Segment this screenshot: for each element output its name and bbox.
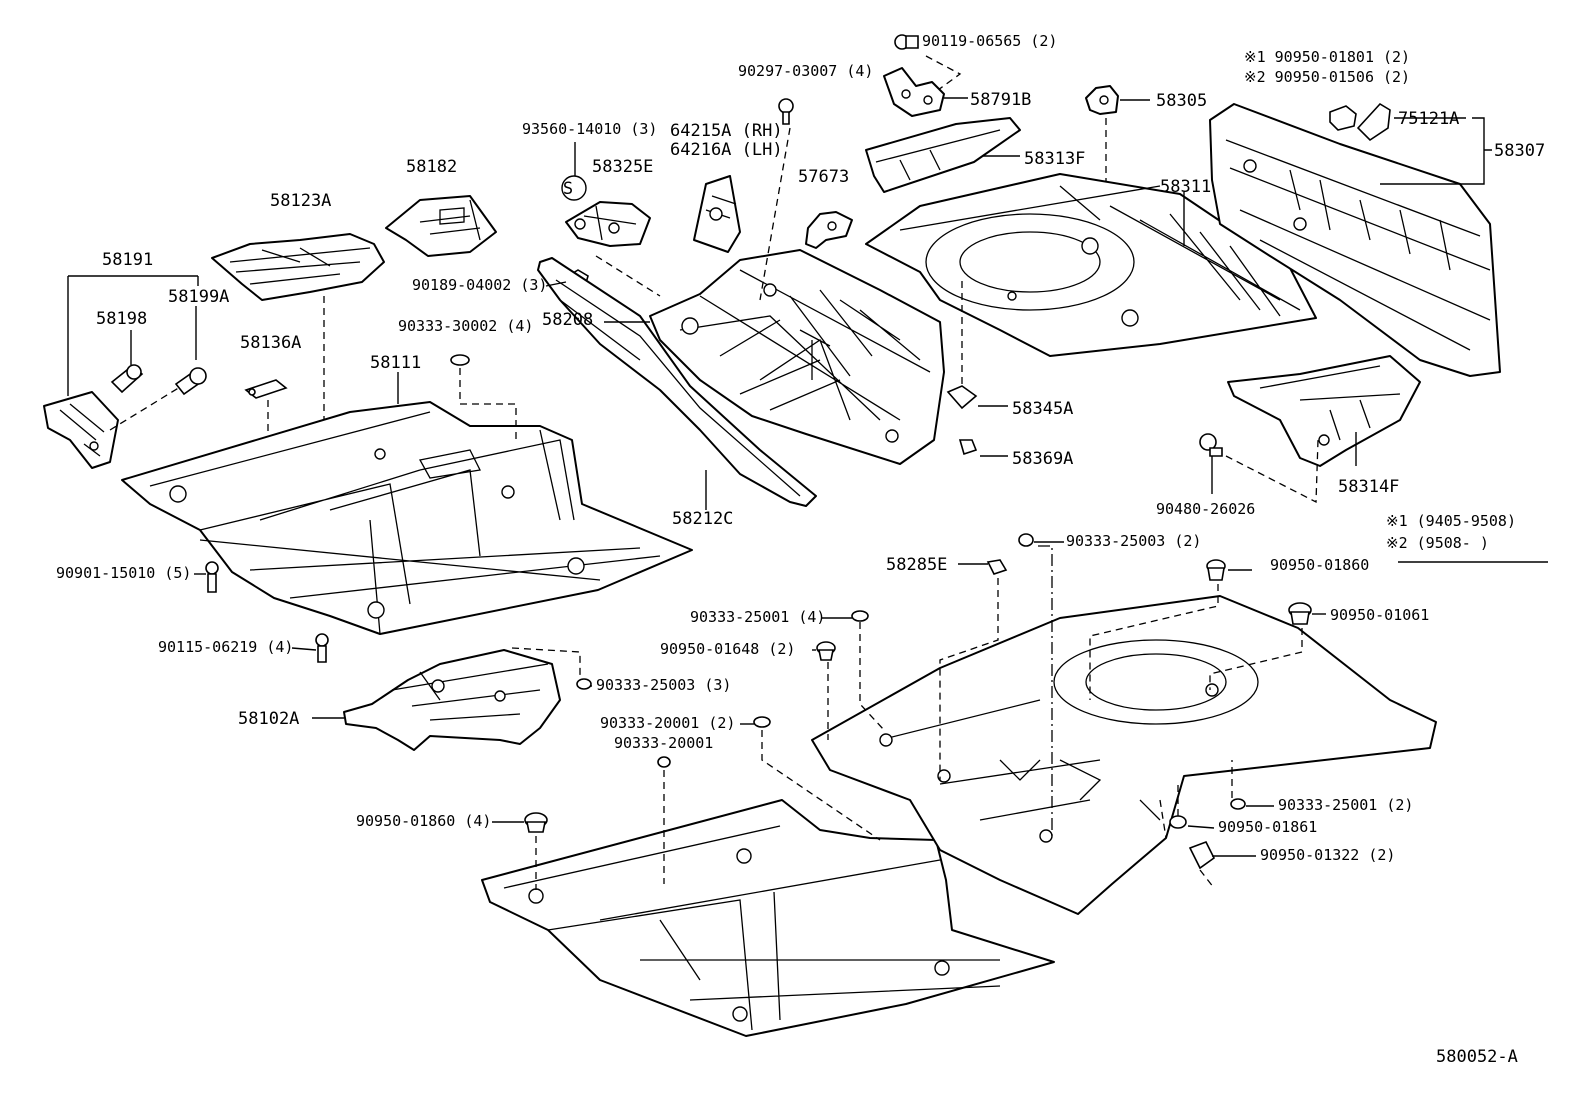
part-58314f-bracket <box>1227 355 1421 467</box>
part-90950-01648-grommet <box>816 641 836 661</box>
label-90333-25003-2: 90333-25003 (2) <box>1066 532 1201 550</box>
label-58305: 58305 <box>1156 91 1207 111</box>
label-90950-01860-4: 90950-01860 (4) <box>356 812 491 830</box>
label-90950-01861: 90950-01861 <box>1218 818 1317 836</box>
label-58199a: 58199A <box>168 287 229 307</box>
part-58199a-bolt <box>174 367 207 396</box>
part-90333-30002-plug <box>450 354 470 366</box>
label-58123a: 58123A <box>270 191 331 211</box>
label-57673: 57673 <box>798 167 849 187</box>
part-58285e-clip <box>986 559 1008 575</box>
label-58198: 58198 <box>96 309 147 329</box>
label-58311: 58311 <box>1160 177 1211 197</box>
part-58369a-nut <box>958 439 978 456</box>
part-58325e-bracket <box>565 201 651 247</box>
label-75121a: 75121A <box>1398 109 1459 129</box>
part-58198-bolt <box>110 364 144 394</box>
part-58345a-pad <box>946 385 978 410</box>
part-90297-screw <box>778 98 794 125</box>
note-1: ※1 (9405-9508) <box>1386 512 1516 530</box>
part-58191-bracket <box>43 391 119 469</box>
label-93560-14010: 93560-14010 (3) <box>522 120 657 138</box>
part-58182-panel <box>385 195 497 257</box>
part-90333-20001-plug <box>753 716 771 728</box>
part-90333-25001-plug <box>851 610 869 622</box>
label-58345a: 58345A <box>1012 399 1073 419</box>
note-2: ※2 (9508- ) <box>1386 534 1489 552</box>
part-57673-bracket <box>805 211 853 249</box>
part-58111-front-floor <box>121 401 693 635</box>
diagram-id: 580052-A <box>1436 1047 1518 1067</box>
part-58102a-crossmember <box>343 649 561 751</box>
label-90333-25003-3: 90333-25003 (3) <box>596 676 731 694</box>
label-58313f: 58313F <box>1024 149 1085 169</box>
label-58307: 58307 <box>1494 141 1545 161</box>
part-58791b-bracket <box>883 67 945 117</box>
label-90950-01648: 90950-01648 (2) <box>660 640 795 658</box>
part-90480-bolt <box>1199 433 1223 457</box>
part-90333-25003-plug-b <box>576 678 592 690</box>
label-90333-20001-2: 90333-20001 (2) <box>600 714 735 732</box>
part-75121a-clip <box>1356 102 1391 142</box>
label-90333-30002: 90333-30002 (4) <box>398 317 533 335</box>
label-58182: 58182 <box>406 157 457 177</box>
label-90297-03007: 90297-03007 (4) <box>738 62 873 80</box>
label-90950-01061: 90950-01061 <box>1330 606 1429 624</box>
label-58111: 58111 <box>370 353 421 373</box>
part-58123a-panel <box>211 233 385 301</box>
label-64215a: 64215A (RH) <box>670 121 783 141</box>
label-58208: 58208 <box>542 310 593 330</box>
part-90950-01860-4-grommet <box>524 812 548 833</box>
label-58369a: 58369A <box>1012 449 1073 469</box>
label-90333-25001-4: 90333-25001 (4) <box>690 608 825 626</box>
label-90119-06565: 90119-06565 (2) <box>922 32 1057 50</box>
part-58136a-clip <box>244 379 288 399</box>
label-90115-06219: 90115-06219 (4) <box>158 638 293 656</box>
label-58285e: 58285E <box>886 555 947 575</box>
part-58305-clip <box>1085 85 1119 115</box>
label-90901-15010: 90901-15010 (5) <box>56 564 191 582</box>
part-90901-bolt <box>205 561 219 593</box>
part-58313f-bracket <box>865 117 1021 193</box>
part-90115-bolt <box>315 633 329 663</box>
label-58325e: 58325E <box>592 157 653 177</box>
label-58191: 58191 <box>102 250 153 270</box>
label-90333-25001-2: 90333-25001 (2) <box>1278 796 1413 814</box>
part-90950-01801-grommet <box>1329 105 1357 131</box>
part-90119-bolt <box>894 34 919 50</box>
part-58307-rear-panel <box>1209 103 1501 377</box>
label-90480-26026: 90480-26026 <box>1156 500 1255 518</box>
part-front-floor-carpet <box>481 799 1055 1037</box>
part-90333-25003-plug <box>1018 533 1034 547</box>
s-mark-icon: S <box>563 179 573 199</box>
label-58791b: 58791B <box>970 90 1031 110</box>
label-58314f: 58314F <box>1338 477 1399 497</box>
label-90950-01322: 90950-01322 (2) <box>1260 846 1395 864</box>
label-90950-01801: ※1 90950-01801 (2) <box>1244 48 1410 66</box>
part-58208-center-floor <box>649 249 945 465</box>
label-90189-04002: 90189-04002 (3) <box>412 276 547 294</box>
part-64215a-bracket <box>693 175 741 253</box>
part-58311-rear-floor <box>865 173 1317 357</box>
part-rear-floor-carpet <box>811 595 1437 915</box>
label-90333-20001: 90333-20001 <box>614 734 713 752</box>
part-90950-01861-grommet <box>1169 815 1187 829</box>
label-58136a: 58136A <box>240 333 301 353</box>
label-58212c: 58212C <box>672 509 733 529</box>
part-90333-20001-plug-b <box>657 756 671 768</box>
part-58212c-rail <box>537 257 817 507</box>
part-90950-01860-grommet <box>1206 559 1226 581</box>
label-64216a: 64216A (LH) <box>670 140 783 160</box>
label-90950-01860: 90950-01860 <box>1270 556 1369 574</box>
label-58102a: 58102A <box>238 709 299 729</box>
label-90950-01506: ※2 90950-01506 (2) <box>1244 68 1410 86</box>
part-90950-01322-pad <box>1188 840 1216 870</box>
part-90950-01061-grommet <box>1288 602 1312 625</box>
part-90333-25001-plug-b <box>1230 798 1246 810</box>
